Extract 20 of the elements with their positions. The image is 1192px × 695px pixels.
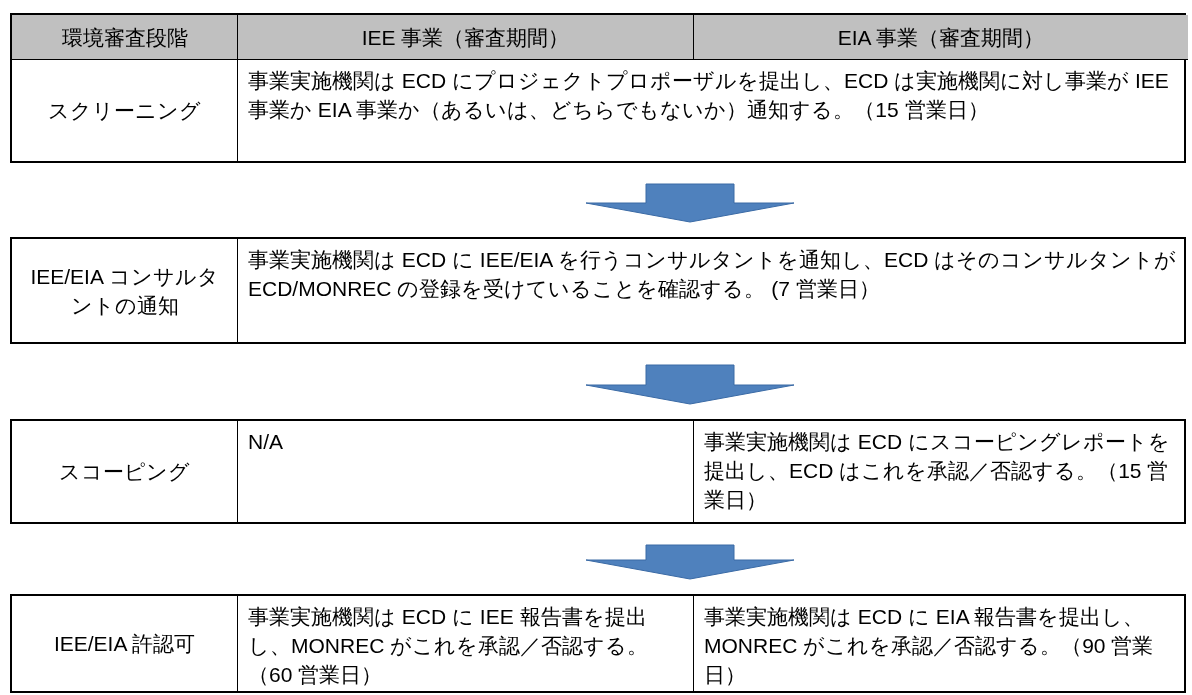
down-arrow (585, 364, 795, 405)
description-text: 事業実施機関は ECD に EIA 報告書を提出し、MONREC がこれを承認／否認する。（90 営業日） (693, 596, 1188, 691)
down-arrow (585, 544, 795, 580)
table-frame (10, 419, 1186, 524)
description-text: 事業実施機関は ECD に IEE/EIA を行うコンサルタントを通知し、ECD はそのコンサルタントが ECD/MONREC の登録を受けていることを確認する。 (7 営業日） (237, 239, 1188, 342)
description-text: N/A (237, 421, 693, 522)
stage-label: スクリーニング (12, 59, 237, 161)
table-frame (10, 594, 1186, 693)
down-arrow (585, 183, 795, 223)
column-header: 環境審査段階 (12, 15, 237, 59)
column-header: EIA 事業（審査期間） (693, 15, 1188, 59)
stage-label: IEE/EIA コンサルタントの通知 (12, 239, 237, 342)
column-header: IEE 事業（審査期間） (237, 15, 693, 59)
table-frame (10, 13, 1186, 163)
description-text: 事業実施機関は ECD に IEE 報告書を提出し、MONREC がこれを承認／否認する。（60 営業日） (237, 596, 693, 691)
description-text: 事業実施機関は ECD にスコーピングレポートを提出し、ECD はこれを承認／否認する。（15 営業日） (693, 421, 1188, 522)
table-frame (10, 237, 1186, 344)
description-text: 事業実施機関は ECD にプロジェクトプロポーザルを提出し、ECD は実施機関に対し事業が IEE 事業か EIA 事業か（あるいは、どちらでもないか）通知する。（15 営業日） (237, 59, 1188, 161)
stage-label: スコーピング (12, 421, 237, 522)
stage-label: IEE/EIA 許認可 (12, 596, 237, 691)
